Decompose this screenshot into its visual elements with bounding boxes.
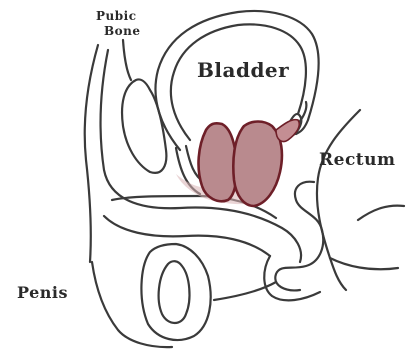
pubic-bone xyxy=(122,79,166,172)
pubic-bone-label-line1: Pubic xyxy=(96,9,137,23)
penile-outline-upper xyxy=(104,216,270,256)
bladder-label: Bladder xyxy=(197,58,289,82)
seminal-vesicle-tint xyxy=(276,120,299,142)
scrotum-outline xyxy=(141,244,210,340)
body-wall-front xyxy=(85,45,98,262)
rectum-label: Rectum xyxy=(319,150,396,170)
penis-label: Penis xyxy=(17,283,68,302)
pubic-bone-label-line2: Bone xyxy=(104,24,141,38)
prostate-region xyxy=(176,120,299,206)
rectum-back xyxy=(358,206,404,220)
rectum-wall-outer xyxy=(317,110,360,290)
testis xyxy=(159,261,190,323)
pubic-bone-pointer xyxy=(123,40,131,80)
prostate-right-lobe xyxy=(233,122,282,207)
prostate-left-lobe xyxy=(199,123,237,201)
anal-canal xyxy=(330,258,398,269)
